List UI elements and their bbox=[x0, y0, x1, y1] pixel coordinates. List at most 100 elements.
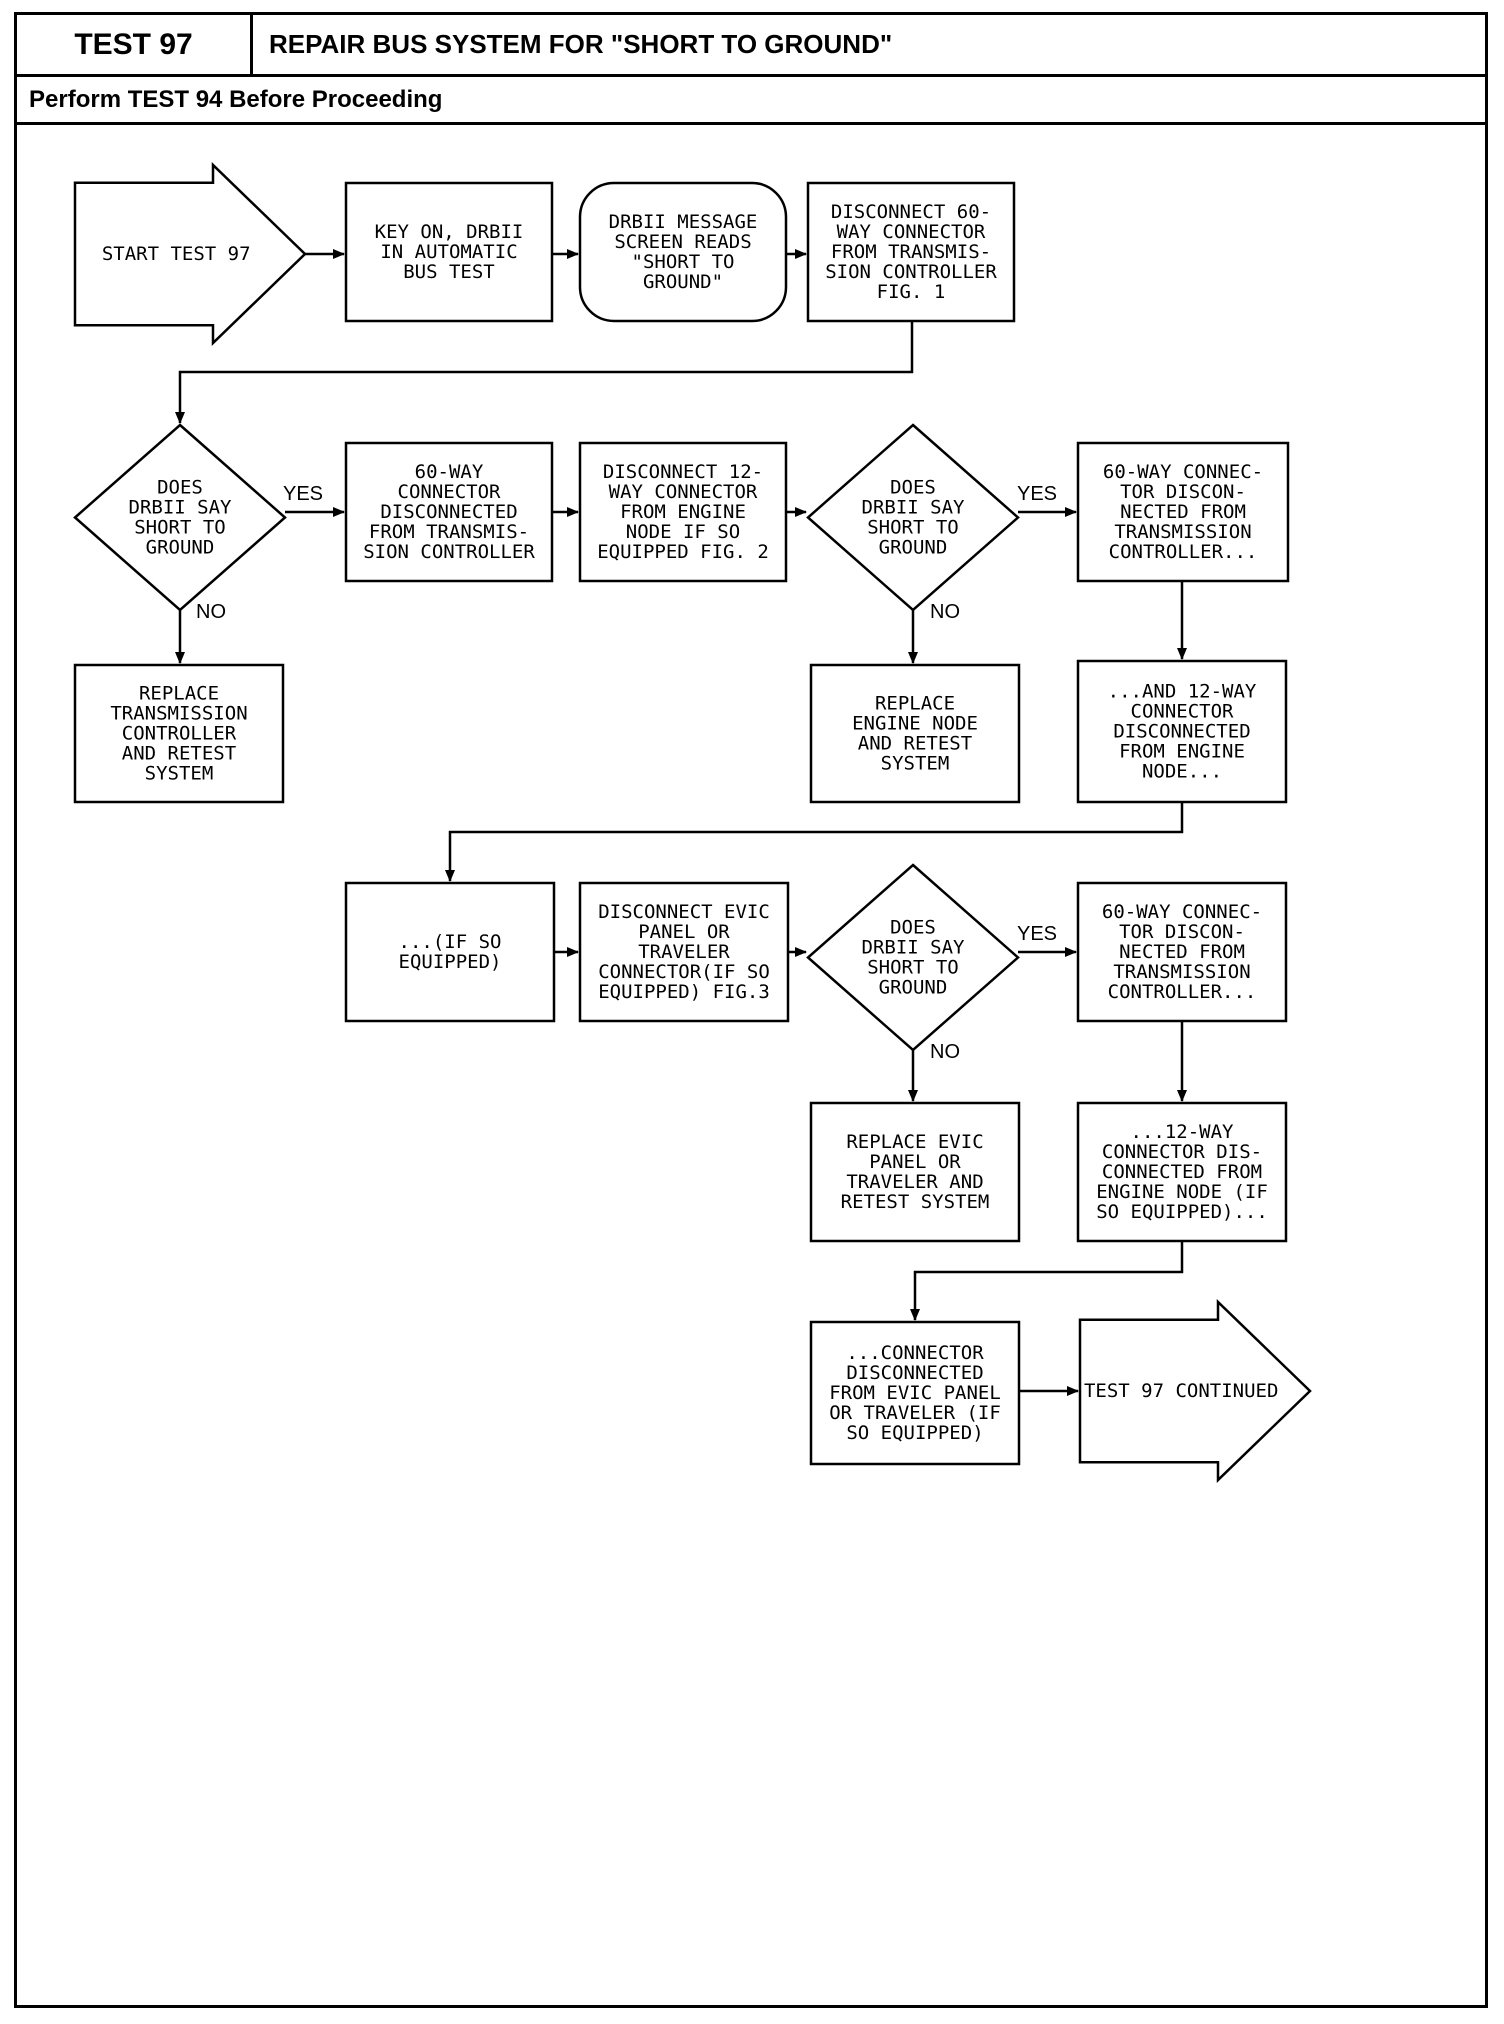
node-text-line: CONTROLLER bbox=[122, 723, 237, 745]
node-text-line: SION CONTROLLER bbox=[363, 541, 535, 563]
page-frame: TEST 97 REPAIR BUS SYSTEM FOR "SHORT TO … bbox=[14, 12, 1488, 2008]
process-box bbox=[1076, 881, 1288, 1023]
process-box bbox=[809, 663, 1021, 804]
node-text-line: DISCONNECTED bbox=[846, 1362, 983, 1384]
node-text-line: NECTED FROM bbox=[1120, 501, 1246, 523]
node-text-line: CONNECTOR DIS- bbox=[1102, 1141, 1262, 1163]
node-text-line: REPLACE EVIC bbox=[846, 1131, 983, 1153]
node-text-line: NODE... bbox=[1142, 761, 1222, 783]
node-60way-disconnected-2: 60-WAY CONNEC-TOR DISCON-NECTED FROMTRAN… bbox=[1076, 441, 1290, 583]
node-text-line: DOES bbox=[157, 477, 203, 499]
process-box bbox=[578, 441, 788, 583]
node-text-line: TOR DISCON- bbox=[1119, 921, 1245, 943]
node-text-line: PANEL OR bbox=[638, 921, 730, 943]
process-box bbox=[1076, 1101, 1288, 1243]
node-text-line: ENGINE NODE (IF bbox=[1096, 1181, 1268, 1203]
node-text-line: BUS TEST bbox=[403, 261, 495, 283]
node-text-line: IN AUTOMATIC bbox=[380, 241, 517, 263]
node-text-line: GROUND bbox=[146, 537, 215, 559]
node-text-line: FIG. 1 bbox=[877, 281, 946, 303]
page-subtitle: Perform TEST 94 Before Proceeding bbox=[17, 77, 1485, 125]
connector-12way-evicdisc bbox=[910, 1241, 1184, 1321]
node-text-line: FROM ENGINE bbox=[1119, 741, 1245, 763]
node-text-line: GROUND" bbox=[643, 271, 723, 293]
process-box bbox=[344, 441, 554, 583]
node-text-line: DISCONNECTED bbox=[380, 501, 517, 523]
process-box bbox=[578, 881, 790, 1023]
node-text-line: ...CONNECTOR bbox=[846, 1342, 984, 1364]
node-text-line: DRBII MESSAGE bbox=[609, 211, 758, 233]
node-text-line: EQUIPPED) bbox=[399, 951, 502, 973]
no-label-2: NO bbox=[930, 601, 960, 623]
node-text-line: AND RETEST bbox=[122, 743, 236, 765]
process-box bbox=[806, 181, 1016, 323]
node-text-line: DOES bbox=[890, 477, 936, 499]
node-text-line: SO EQUIPPED) bbox=[846, 1422, 983, 1444]
node-text-line: ENGINE NODE bbox=[852, 713, 978, 735]
yes-label-3: YES bbox=[1017, 923, 1057, 945]
node-text-line: CONTROLLER... bbox=[1108, 981, 1257, 1003]
node-text-line: SHORT TO bbox=[867, 957, 959, 979]
no-label-3: NO bbox=[930, 1041, 960, 1063]
node-start: START TEST 97 bbox=[73, 162, 307, 346]
connector-disconnect-decision1 bbox=[175, 321, 914, 424]
node-text-line: SYSTEM bbox=[881, 753, 950, 775]
node-text-line: WAY CONNECTOR bbox=[837, 221, 986, 243]
node-continued: TEST 97 CONTINUED bbox=[1078, 1299, 1312, 1483]
node-text-line: DISCONNECT 12- bbox=[603, 461, 763, 483]
node-text-line: REPLACE bbox=[875, 693, 955, 715]
node-text-line: DRBII SAY bbox=[862, 497, 966, 519]
page-title: REPAIR BUS SYSTEM FOR "SHORT TO GROUND" bbox=[253, 15, 1485, 77]
node-text-line: SHORT TO bbox=[134, 517, 226, 539]
node-text-line: TEST 97 CONTINUED bbox=[1084, 1380, 1278, 1402]
node-text-line: TRANSMISSION bbox=[1113, 961, 1250, 983]
node-text-line: TRANSMISSION bbox=[1114, 521, 1251, 543]
node-text-line: SCREEN READS bbox=[614, 231, 751, 253]
connector-and12way-ifso bbox=[445, 802, 1184, 882]
node-text-line: CONTROLLER... bbox=[1109, 541, 1258, 563]
node-text-line: FROM TRANSMIS- bbox=[369, 521, 529, 543]
decision-diamond bbox=[806, 863, 1020, 1052]
node-text-line: DISCONNECT 60- bbox=[831, 201, 991, 223]
node-text-line: EQUIPPED) FIG.3 bbox=[598, 981, 770, 1003]
node-text-line: FROM EVIC PANEL bbox=[829, 1382, 1001, 1404]
node-text-line: OR TRAVELER (IF bbox=[829, 1402, 1001, 1424]
node-text-line: ...AND 12-WAY bbox=[1108, 681, 1257, 703]
node-text-line: TOR DISCON- bbox=[1120, 481, 1246, 503]
terminal-box bbox=[578, 181, 788, 323]
decision-diamond bbox=[73, 423, 287, 612]
node-text-line: GROUND bbox=[879, 537, 948, 559]
block-arrow bbox=[73, 162, 307, 346]
node-text-line: SION CONTROLLER bbox=[825, 261, 997, 283]
test-number: TEST 97 bbox=[17, 15, 253, 77]
no-label-1: NO bbox=[196, 601, 226, 623]
node-text-line: ...(IF SO bbox=[399, 931, 502, 953]
node-text-line: 60-WAY bbox=[415, 461, 484, 483]
node-text-line: CONNECTOR bbox=[398, 481, 502, 503]
node-text-line: SHORT TO bbox=[867, 517, 959, 539]
node-text-line: 60-WAY CONNEC- bbox=[1102, 901, 1262, 923]
process-box bbox=[344, 181, 554, 323]
connectors bbox=[175, 249, 1187, 1396]
node-text-line: CONNECTOR bbox=[1131, 701, 1235, 723]
node-text-line: REPLACE bbox=[139, 683, 219, 705]
node-60way-disconnected-3: 60-WAY CONNEC-TOR DISCON-NECTED FROMTRAN… bbox=[1076, 881, 1288, 1023]
process-box bbox=[344, 881, 556, 1023]
node-text-line: "SHORT TO bbox=[632, 251, 735, 273]
node-text-line: DRBII SAY bbox=[862, 937, 966, 959]
node-text-line: DISCONNECT EVIC bbox=[598, 901, 770, 923]
block-arrow bbox=[1078, 1299, 1312, 1483]
node-text-line: ...12-WAY bbox=[1131, 1121, 1235, 1143]
